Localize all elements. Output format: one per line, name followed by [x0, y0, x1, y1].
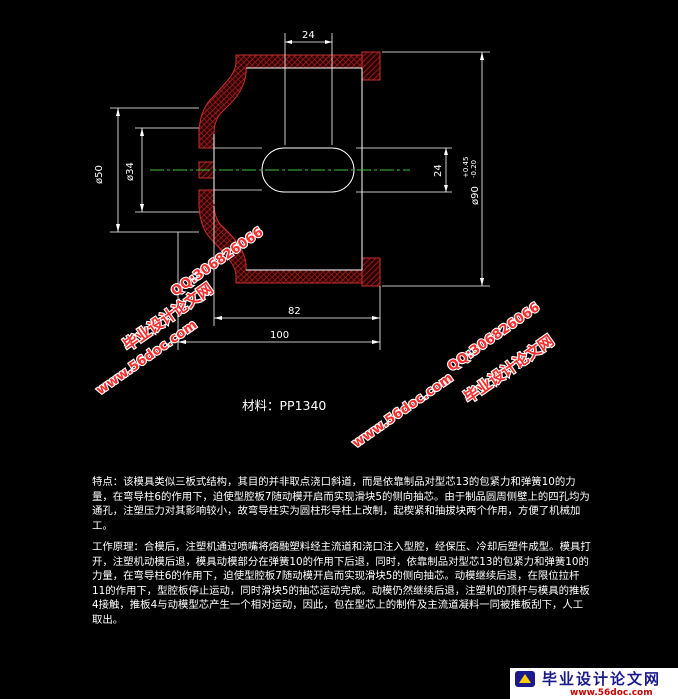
dim-len-100: 100: [270, 330, 289, 341]
dim-dia-90-tol-upper: +0.45: [462, 157, 470, 178]
dim-slot-24: 24: [433, 164, 444, 177]
logo-icon: [515, 670, 535, 687]
footer-banner: 毕业设计论文网 www.56doc.com: [510, 668, 678, 699]
footer-title: 毕业设计论文网: [542, 670, 662, 688]
watermark-right: www.56doc.com 毕业设计论文网 QQ:306826066: [349, 299, 559, 452]
material-label: 材料：PP1340: [242, 398, 326, 413]
dimension-arrows: [116, 40, 484, 344]
dim-len-82: 82: [288, 306, 301, 317]
features-paragraph: 特点：该模具类似三板式结构，其目的并非取点浇口斜道，而是依靠制品对型芯13的包紧…: [92, 476, 590, 532]
watermark-left: www.56doc.com 毕业设计论文网 QQ:306826066: [93, 224, 268, 400]
dim-dia-50: ø50: [94, 165, 105, 184]
dimension-lines: [110, 33, 490, 350]
dim-dia-90: ø90: [470, 186, 481, 205]
dim-dia-34: ø34: [125, 162, 136, 181]
footer-url[interactable]: www.56doc.com: [570, 688, 653, 698]
dim-dia-90-tol-lower: -0.20: [470, 160, 478, 178]
description-block: 特点：该模具类似三板式结构，其目的并非取点浇口斜道，而是依靠制品对型芯13的包紧…: [92, 475, 592, 634]
dim-top-24: 24: [302, 30, 315, 41]
part-drawing: 24 24 ø90 +0.45 -0.20 ø50 ø34 82 100 材料：…: [93, 30, 559, 452]
watermark-url: www.56doc.com: [350, 371, 456, 452]
principle-paragraph: 工作原理：合模后，注塑机通过喷嘴将熔融塑料经主流道和浇口注入型腔，经保压、冷却后…: [92, 541, 591, 626]
